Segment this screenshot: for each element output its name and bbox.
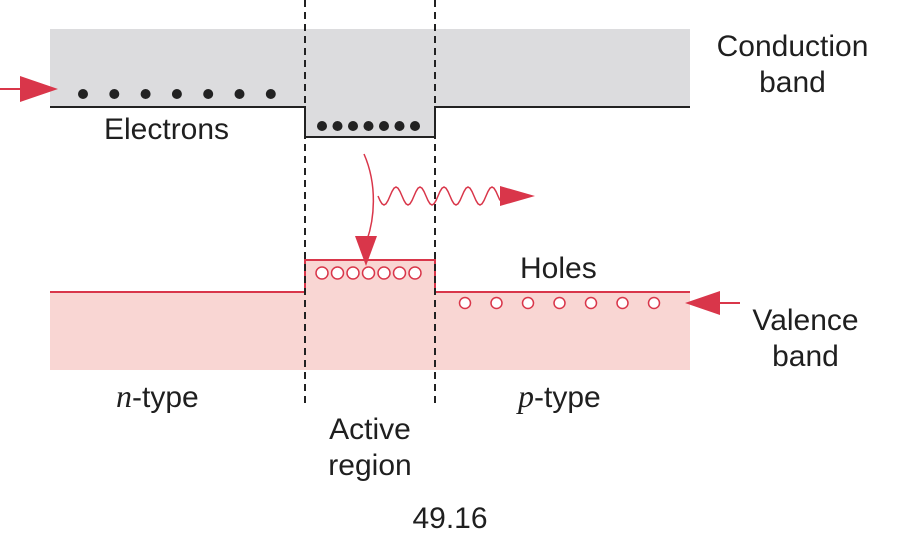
conduction-band-label-line2: band xyxy=(759,66,826,99)
valence-band-label: Valence band xyxy=(728,303,883,375)
p-type-letter: p xyxy=(518,378,534,414)
valence-band-region xyxy=(50,260,690,370)
emitted-photon-wave xyxy=(377,186,535,206)
hole-circle xyxy=(377,266,391,280)
conduction-band-region xyxy=(50,29,690,137)
electron-dot xyxy=(78,89,88,99)
active-region-label-line2: region xyxy=(328,449,412,482)
hole-circle xyxy=(408,266,422,280)
electrons-active-group xyxy=(317,121,420,131)
hole-circle xyxy=(361,266,376,280)
n-type-letter: n xyxy=(116,378,132,414)
holes-p-side-group xyxy=(458,296,661,310)
hole-circle xyxy=(521,296,535,310)
valence-band-edge xyxy=(50,259,690,293)
conduction-band-label-line1: Conduction xyxy=(716,30,869,63)
active-region-label-line1: Active xyxy=(329,413,411,446)
valence-band-label-line2: band xyxy=(772,340,839,373)
hole-circle xyxy=(647,296,661,310)
hole-circle xyxy=(392,266,407,280)
hole-circle xyxy=(330,266,345,280)
active-region-label: Active region xyxy=(290,412,450,484)
hole-circle xyxy=(490,296,503,310)
electrons-label: Electrons xyxy=(104,113,230,146)
valence-band-label-line1: Valence xyxy=(752,304,859,337)
electron-dot xyxy=(332,121,343,131)
electron-dot xyxy=(363,121,374,131)
electron-dot xyxy=(171,89,182,99)
electron-dot xyxy=(410,121,420,131)
conduction-band-edge xyxy=(50,106,690,138)
n-type-label: n-type xyxy=(116,378,199,416)
electron-dot xyxy=(265,89,276,99)
electron-injection-arrow xyxy=(0,76,58,102)
hole-injection-arrow xyxy=(685,291,740,315)
electron-dot xyxy=(317,121,327,131)
holes-label: Holes xyxy=(520,252,597,285)
hole-circle xyxy=(458,296,472,310)
hole-circle xyxy=(616,296,629,310)
electron-dot xyxy=(203,89,214,99)
electrons-n-side-group xyxy=(78,89,276,99)
p-type-label: p-type xyxy=(518,378,601,416)
electron-dot xyxy=(109,89,120,99)
electron-dot xyxy=(234,89,245,99)
electron-dot xyxy=(348,121,358,131)
holes-active-group xyxy=(315,266,422,280)
hole-circle xyxy=(346,266,360,280)
electron-dot xyxy=(379,121,389,131)
hole-circle xyxy=(315,266,329,280)
electron-dot xyxy=(394,121,405,131)
recombination-arrow xyxy=(355,153,377,266)
electron-dot xyxy=(140,89,151,99)
conduction-band-label: Conduction band xyxy=(705,29,880,101)
n-type-suffix: -type xyxy=(132,381,199,414)
p-type-suffix: -type xyxy=(534,381,601,414)
figure-number: 49.16 xyxy=(412,502,488,535)
hole-circle xyxy=(553,296,566,310)
hole-circle xyxy=(584,296,598,310)
